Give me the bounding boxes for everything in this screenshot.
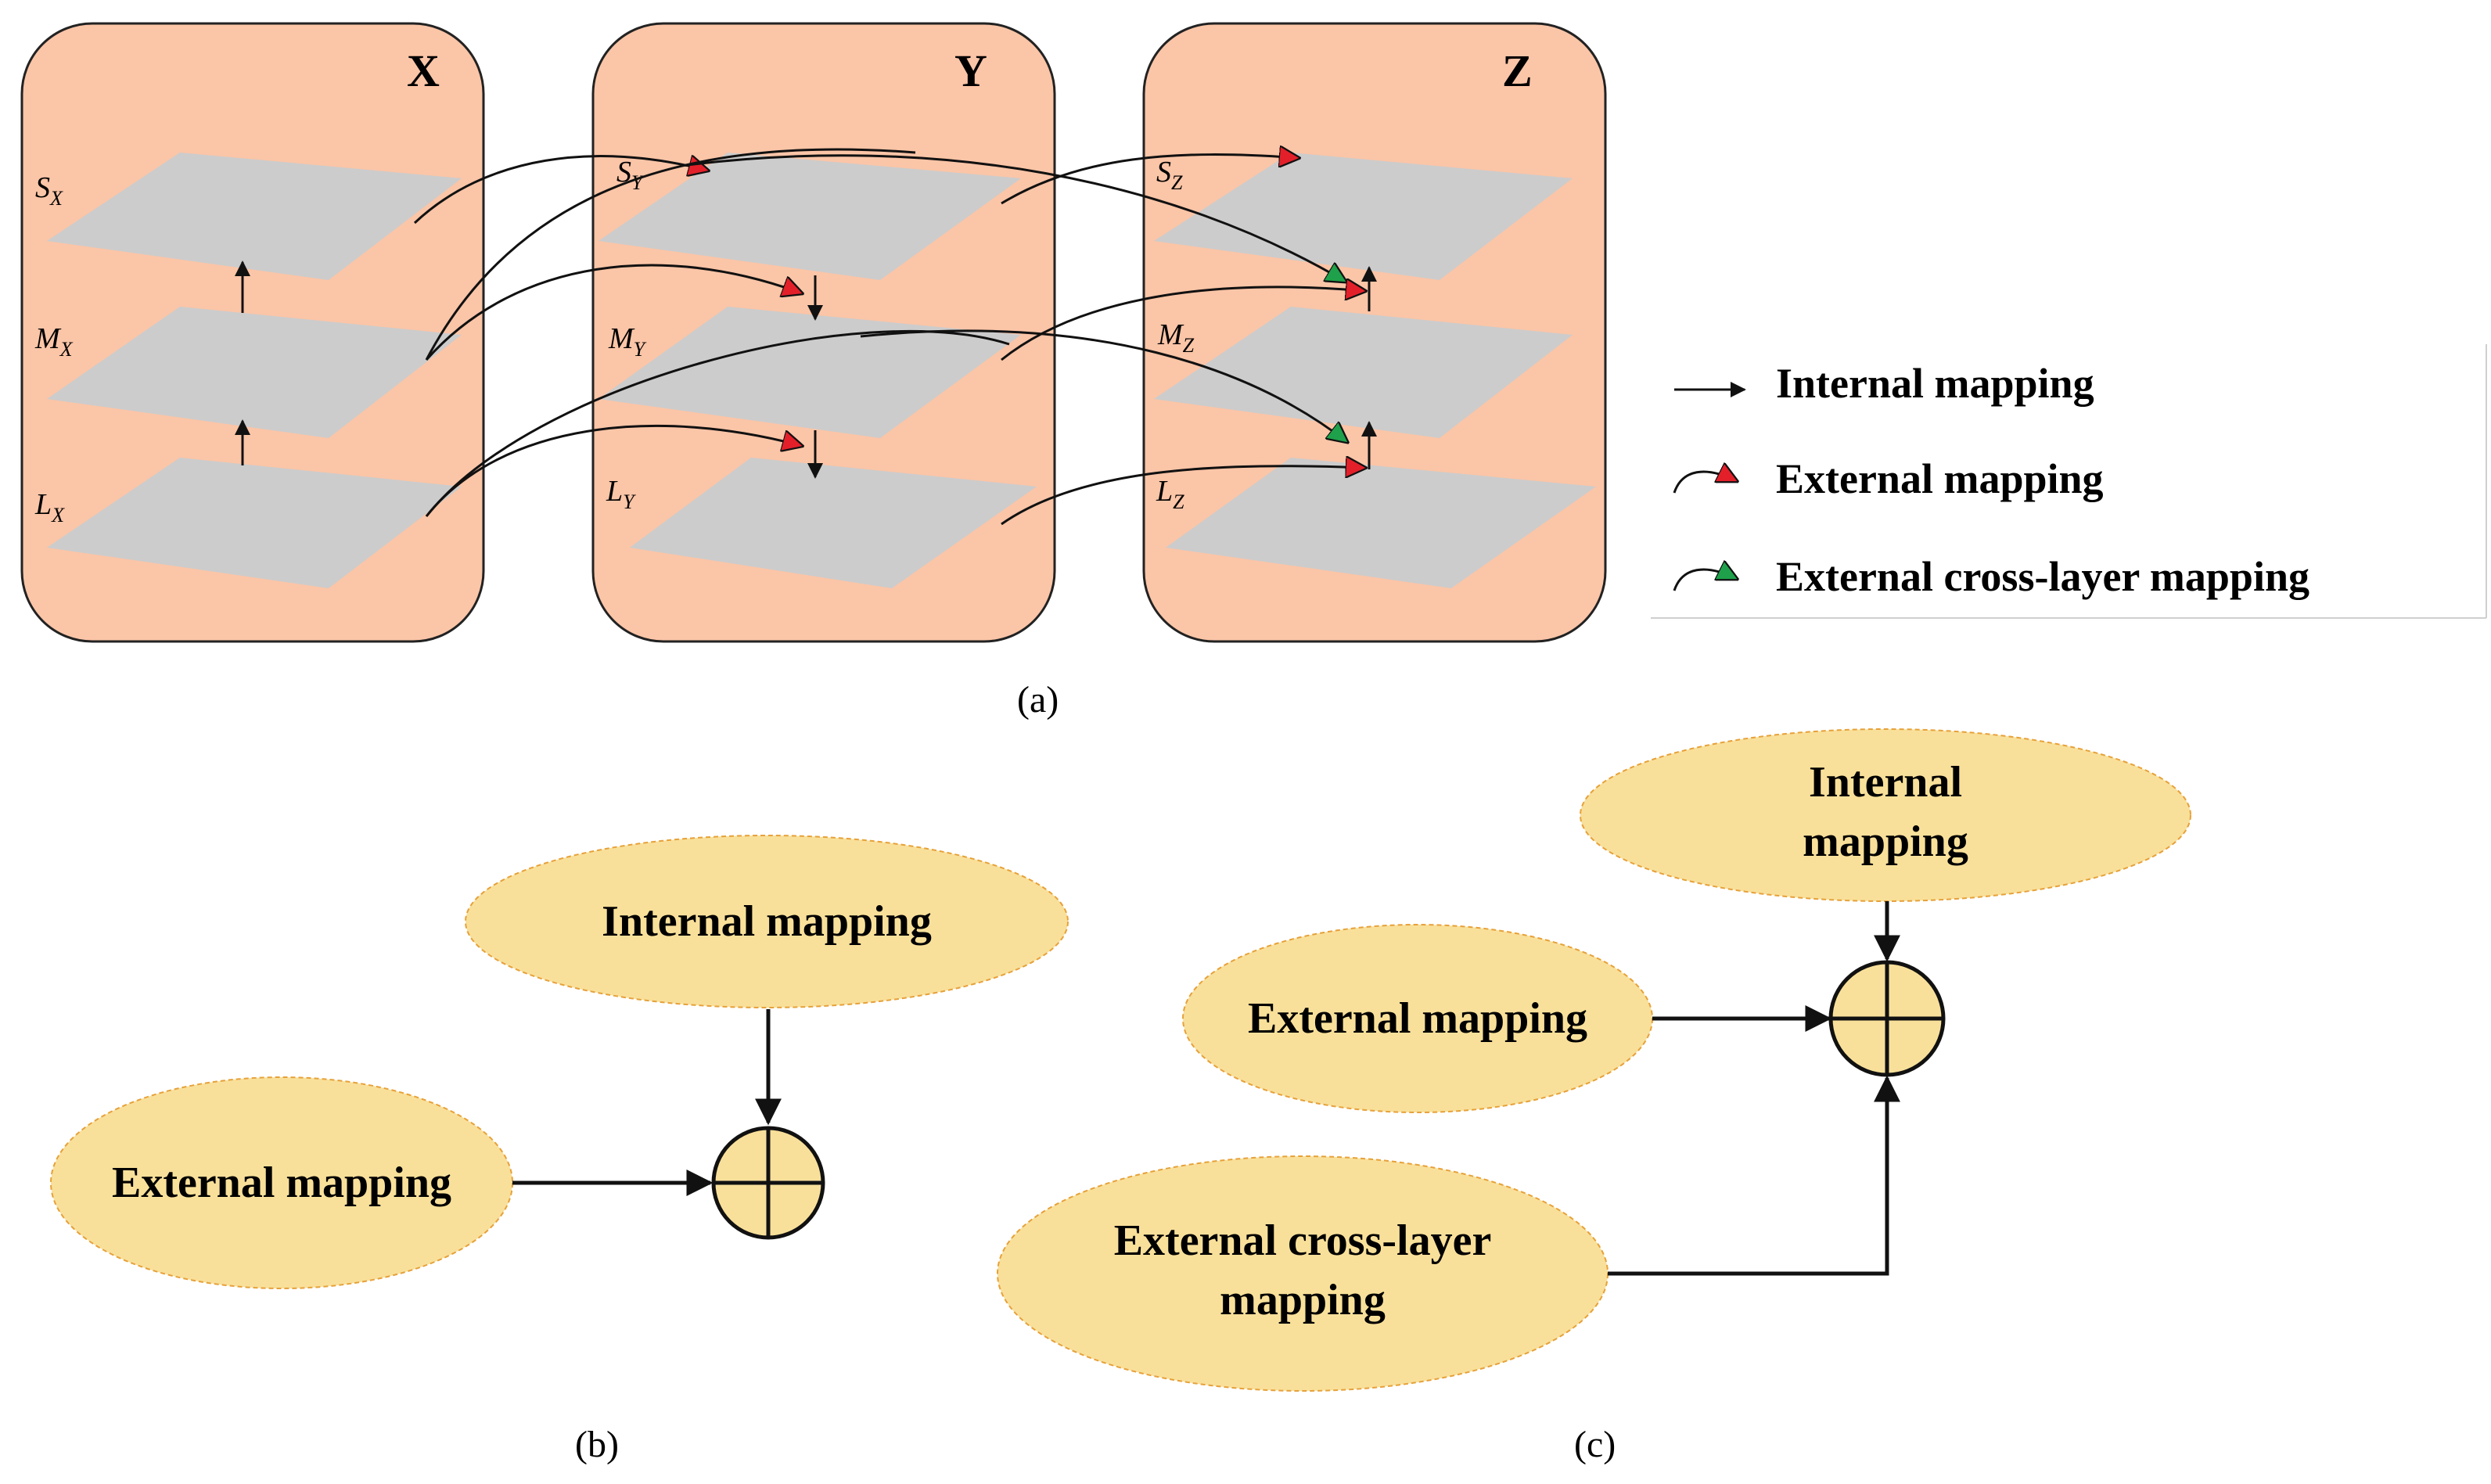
legend-cross-icon [1673,570,1737,591]
c-cross-arrow [1608,1075,1900,1276]
layer-l-z [1166,458,1596,588]
label-l-x: LX [34,488,65,526]
label-s-x: SX [35,171,63,210]
c-internal-ellipse [1580,728,2191,902]
legend-external-icon [1673,472,1737,494]
panel-y: Y [591,22,1056,643]
b-sum-icon [711,1126,825,1240]
layer-s-x [47,153,462,280]
legend-cross-label: External cross-layer mapping [1776,553,2309,600]
layer-l-x [47,458,462,588]
caption-b: (b) [575,1424,619,1465]
caption-a: (a) [1017,679,1059,720]
panel-x: X [20,22,485,643]
layer-m-x [47,307,462,438]
layer-l-y [630,458,1037,588]
ext-lx-ly [425,424,802,517]
label-m-z: MZ [1157,318,1195,357]
c-external-label: External mapping [1248,994,1587,1043]
ext-sy-sz [1001,155,1299,205]
b-internal-ellipse [465,835,1069,1008]
diagram-b: Internal mapping External mapping (b) [50,835,1069,1465]
layer-s-z [1154,153,1573,280]
label-m-y: MY [608,322,647,361]
c-cross-ellipse [997,1155,1609,1392]
panel-z: Z [1142,22,1607,643]
panel-y-title: Y [954,45,987,96]
label-l-z: LZ [1156,475,1184,513]
ext-my-lz-cross [860,329,1347,442]
panel-z-title: Z [1502,45,1533,96]
legend-internal-label: Internal mapping [1776,360,2094,407]
ext-mx-sy [425,148,916,361]
external-arrows [413,148,1365,526]
c-cross-label-2: mapping [1220,1276,1386,1324]
b-internal-label: Internal mapping [602,897,932,946]
legend: Internal mapping External mapping Extern… [1651,344,2487,619]
caption-c: (c) [1574,1424,1616,1465]
c-sum-icon [1828,960,1946,1077]
b-external-label: External mapping [112,1159,451,1207]
ext-mx-my [425,264,802,361]
ext-sy-mz-curve [680,154,1346,282]
ext-sx-sy [413,156,708,225]
layer-s-y [598,153,1021,280]
layer-m-z [1154,307,1573,438]
diagram-c: Internal mapping External mapping Extern… [997,728,2191,1465]
c-internal-label-1: Internal [1809,758,1962,807]
label-s-z: SZ [1156,156,1183,194]
label-l-y: LLY [606,475,636,513]
label-m-x: MX [34,322,74,361]
c-internal-label-2: mapping [1803,817,1968,866]
internal-arrows [235,261,1377,479]
layer-m-y [598,307,1021,438]
c-cross-label-1: External cross-layer [1114,1216,1492,1265]
panel-x-title: X [407,45,440,96]
legend-external-label: External mapping [1776,455,2104,502]
ext-my-mz [1001,287,1365,361]
ext-ly-lz [1001,466,1365,526]
